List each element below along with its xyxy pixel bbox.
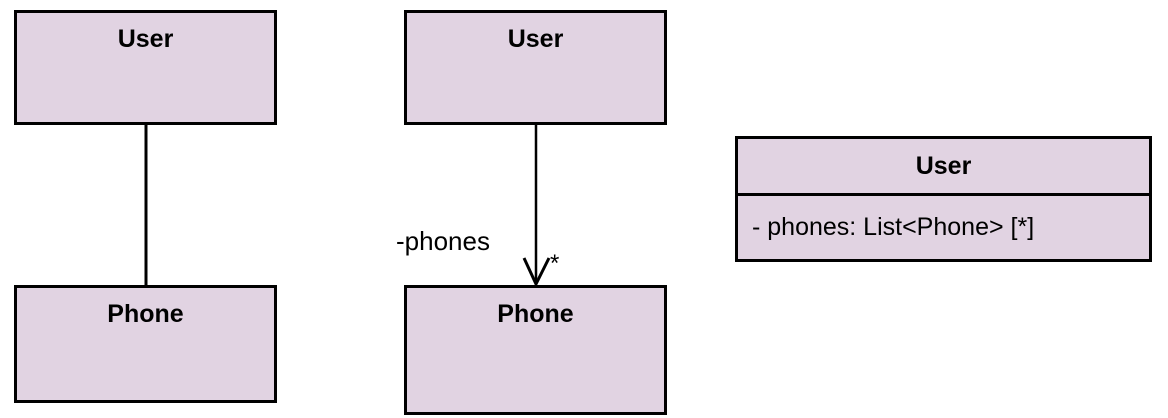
attribute-row: - phones: List<Phone> [*] — [752, 213, 1035, 241]
class-box-phone-navigable[interactable]: Phone — [404, 285, 667, 415]
class-box-user-with-attributes[interactable]: User - phones: List<Phone> [*] — [735, 136, 1152, 262]
association-multiplicity-label: * — [550, 250, 560, 277]
class-header-compartment: User — [738, 139, 1149, 196]
class-box-phone-plain[interactable]: Phone — [14, 285, 277, 403]
class-box-user-navigable[interactable]: User — [404, 10, 667, 125]
class-name-label: User — [507, 25, 564, 53]
class-name-label: User — [117, 25, 174, 53]
class-name-label: User — [915, 151, 972, 180]
open-arrow-head-icon — [522, 257, 551, 288]
class-attributes-compartment: - phones: List<Phone> [*] — [738, 196, 1149, 259]
association-role-label: -phones — [396, 226, 490, 256]
class-name-label: Phone — [497, 300, 574, 328]
class-box-user-plain[interactable]: User — [14, 10, 277, 125]
class-name-label: Phone — [107, 300, 184, 328]
